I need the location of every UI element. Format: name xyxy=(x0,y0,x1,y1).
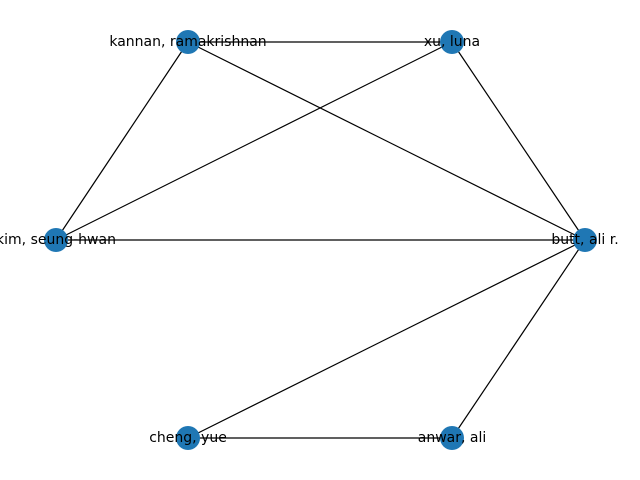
labels-layer: kannan, ramakrishnan xu, luna kim, seung-h… xyxy=(0,34,619,446)
edge-xu-kim xyxy=(55,41,453,241)
edge-butt-anwar xyxy=(451,239,586,439)
edges-layer xyxy=(55,41,586,439)
node-butt xyxy=(573,228,597,252)
nodes-layer xyxy=(44,30,597,450)
node-xu xyxy=(440,30,464,54)
node-label-kim: kim, seung-hwan xyxy=(0,232,116,248)
edge-kannan-kim xyxy=(55,41,189,241)
node-label-kannan: kannan, ramakrishnan xyxy=(109,34,266,50)
node-label-xu: xu, luna xyxy=(424,34,480,50)
node-label-anwar: anwar, ali xyxy=(418,430,487,446)
node-kannan xyxy=(176,30,200,54)
node-cheng xyxy=(176,426,200,450)
node-anwar xyxy=(440,426,464,450)
edge-xu-butt xyxy=(451,41,586,241)
edge-butt-cheng xyxy=(187,239,586,439)
node-kim xyxy=(44,228,68,252)
edge-kannan-butt xyxy=(187,41,586,241)
node-label-cheng: cheng, yue xyxy=(149,430,227,446)
node-label-butt: butt, ali r. xyxy=(551,232,618,248)
